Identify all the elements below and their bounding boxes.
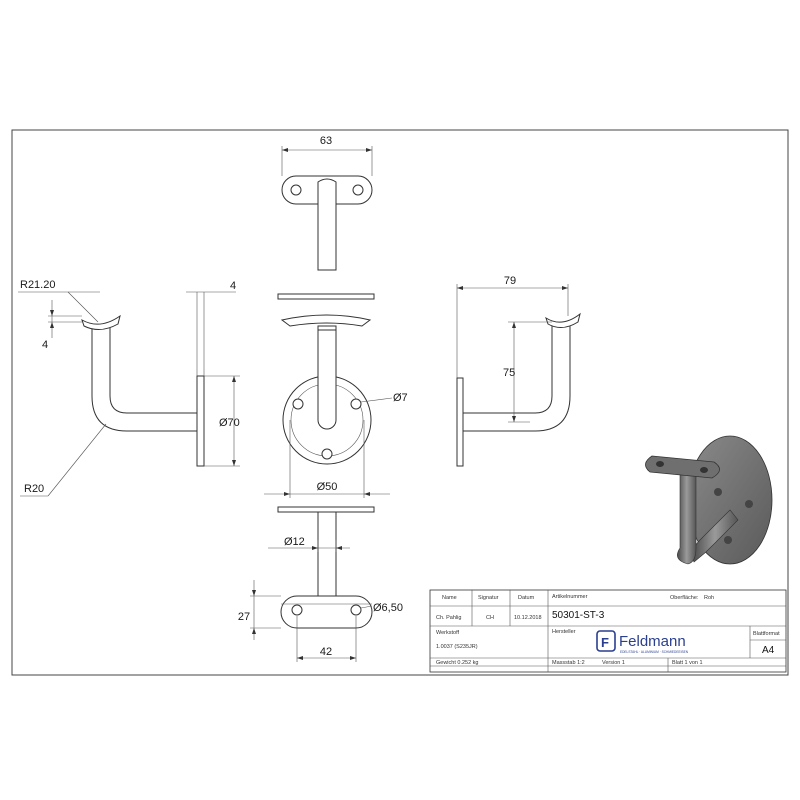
tb-blattformat-value: A4	[762, 645, 775, 656]
tb-blattformat-label: Blattformat	[753, 631, 780, 637]
tb-massstab: Massstab 1:2	[552, 660, 585, 666]
dim-4-left: 4	[42, 339, 48, 351]
tb-artikelnummer-label: Artikelnummer	[552, 594, 588, 600]
tb-werkstoff-value: 1.0037 (S235JR)	[436, 644, 478, 650]
tb-hersteller-label: Hersteller	[552, 629, 576, 635]
dim-r20: R20	[24, 483, 44, 495]
dim-d7: Ø7	[393, 392, 408, 404]
plate-edge-top	[277, 293, 375, 300]
feldmann-logo: F Feldmann EDELSTAHL · ALUMINIUM · SCHMI…	[596, 630, 689, 654]
front-view-bracket: Ø7 Ø50	[264, 314, 408, 498]
tb-blatt: Blatt 1 von 1	[672, 660, 703, 666]
dim-d50: Ø50	[317, 481, 338, 493]
dim-75: 75	[503, 367, 515, 379]
left-side-view: 4 R21.20 4 R20 Ø70	[18, 279, 240, 497]
drawing-border	[11, 129, 789, 676]
tb-oberflaeche-label: Oberfläche:	[670, 595, 699, 601]
dim-79: 79	[504, 275, 516, 287]
tb-col-signatur: Signatur	[478, 595, 499, 601]
dim-r2120: R21.20	[20, 279, 55, 291]
tb-col-datum: Datum	[518, 595, 535, 601]
logo-letter: F	[601, 635, 609, 650]
brand-tagline: EDELSTAHL · ALUMINIUM · SCHMIEDEEISEN	[620, 650, 689, 654]
tb-werkstoff-label: Werkstoff	[436, 630, 459, 636]
dim-d12: Ø12	[284, 536, 305, 548]
dim-42: 42	[320, 646, 332, 658]
tb-oberflaeche-value: Roh	[704, 595, 714, 601]
tb-artikelnummer-value: 50301-ST-3	[552, 610, 605, 621]
tb-signatur-value: CH	[486, 615, 494, 621]
brand-name: Feldmann	[619, 633, 686, 650]
tb-name-value: Ch. Pahlig	[436, 615, 461, 621]
dim-63: 63	[320, 135, 332, 147]
dim-4-plate: 4	[230, 280, 236, 292]
bottom-view-bracket: Ø12 27 Ø6,50 42	[238, 506, 403, 662]
right-side-view: 79 75	[456, 275, 581, 467]
dim-d70: Ø70	[219, 417, 240, 429]
isometric-render	[645, 435, 773, 565]
dim-d650: Ø6,50	[373, 602, 403, 614]
top-view-handrail-saddle: 63	[281, 135, 373, 271]
dim-27: 27	[238, 611, 250, 623]
title-block: Name Signatur Datum Ch. Pahlig CH 10.12.…	[429, 589, 787, 673]
tb-gewicht: Gewicht 0.252 kg	[436, 660, 479, 666]
tb-datum-value: 10.12.2018	[514, 615, 542, 621]
tb-version: Version 1	[602, 660, 625, 666]
tb-col-name: Name	[442, 595, 457, 601]
